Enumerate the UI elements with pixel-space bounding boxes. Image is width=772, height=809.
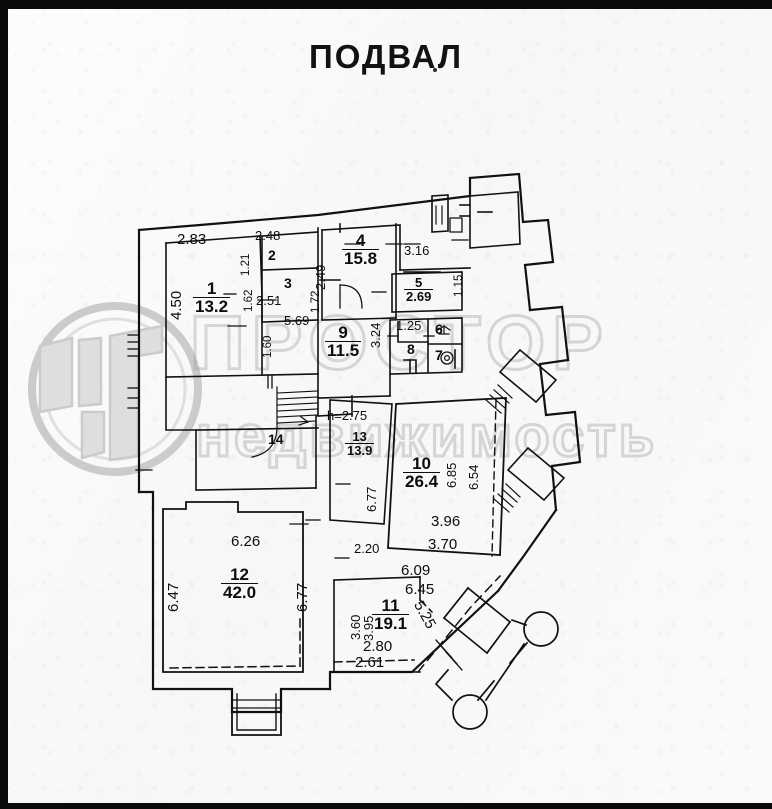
dim-1-15: 1.15: [453, 274, 465, 297]
room-label-3: 3: [284, 275, 292, 291]
room-label-9: 9 11.5: [325, 323, 362, 361]
dim-3-24: 3.24: [368, 322, 383, 348]
door-swings: [339, 284, 363, 309]
room-12-walls: [162, 501, 304, 673]
dim-2-80: 2.80: [363, 638, 393, 655]
room-label-10: 10 26.4: [403, 454, 441, 492]
right-entrance-upper: [485, 348, 558, 414]
dim-6-26: 6.26: [231, 533, 261, 550]
frame-bar-top: [0, 0, 772, 9]
room-label-12: 12 42.0: [221, 565, 259, 603]
dim-3-70: 3.70: [428, 536, 458, 553]
room-label-5: 5 2.69: [404, 275, 434, 305]
dim-3-16: 3.16: [404, 243, 430, 258]
site-boundary-dashed: [416, 574, 502, 674]
dim-4-50: 4.50: [168, 290, 185, 320]
frame-bar-left: [0, 0, 8, 809]
bottom-entrance-porch: [231, 688, 282, 736]
frame-bar-bottom: [0, 803, 772, 809]
interior-walls-upper: [165, 227, 319, 431]
dim-1-62: 1.62: [243, 289, 255, 312]
title-dot-mark: [433, 68, 437, 72]
dim-1-21: 1.21: [240, 253, 252, 276]
dim-6-77-b: 6.77: [294, 582, 311, 612]
room-13-walls: [329, 399, 393, 525]
top-right-outbuilding: [449, 191, 521, 249]
room-label-4: 4 15.8: [342, 231, 380, 269]
dim-2-51: 2.51: [256, 293, 282, 308]
dim-2-20: 2.20: [354, 541, 380, 556]
room-label-14: 14: [268, 431, 284, 447]
rooms-678-walls: [389, 317, 463, 375]
right-entrance-lower: [493, 446, 566, 513]
room-label-2: 2: [268, 247, 276, 263]
room-12-dashed-edge: [169, 617, 301, 669]
dim-1-72: 1.72: [310, 290, 322, 313]
room-label-13: 13 13.9: [345, 429, 375, 459]
room-4-walls: [319, 223, 471, 321]
dim-6-54: 6.54: [466, 464, 481, 490]
dim-6-77-a: 6.77: [364, 486, 379, 512]
dim-6-09: 6.09: [401, 562, 431, 579]
room-11-walls: [333, 576, 421, 673]
ceiling-height-note: h=2.75: [327, 408, 368, 423]
corridor-9-walls: [317, 373, 391, 417]
room-11-dashed-edge: [333, 598, 434, 663]
dim-6-45: 6.45: [405, 581, 435, 598]
room-label-11: 11 19.1: [372, 596, 410, 634]
room-label-1: 1 13.2: [193, 279, 231, 317]
dim-2-83: 2.83: [177, 231, 207, 248]
dim-6-47: 6.47: [165, 582, 182, 612]
dim-2-48: 2.48: [255, 228, 281, 243]
dim-1-60: 1.60: [262, 335, 274, 358]
exterior-stair-columns: [434, 586, 559, 730]
left-wall-ticks: [127, 334, 153, 471]
room-label-7: 7: [435, 347, 443, 363]
dim-3-96: 3.96: [431, 513, 461, 530]
dim-2-49: 2.49: [313, 264, 328, 290]
dimension-ticks: [223, 239, 469, 559]
dim-2-61: 2.61: [355, 654, 385, 671]
room-10-walls: [387, 397, 507, 556]
dim-1-25: 1.25: [396, 318, 422, 333]
room-5-walls: [391, 271, 463, 313]
dim-6-85: 6.85: [444, 462, 459, 488]
room-label-8: 8: [407, 341, 415, 357]
room-10-dashed-edge: [491, 399, 497, 557]
room-14-stairhall: [195, 375, 319, 491]
top-middle-shaft: [431, 194, 449, 233]
dim-5-69: 5.69: [284, 313, 310, 328]
room-label-6: 6: [435, 321, 443, 337]
